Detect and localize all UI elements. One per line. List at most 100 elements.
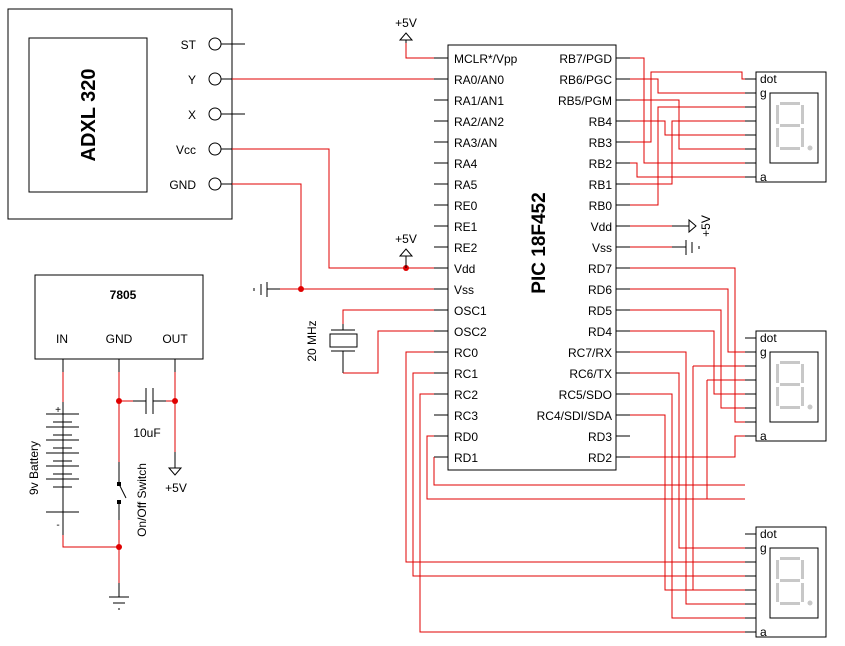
- mcu-right-pin: RD3: [588, 430, 612, 444]
- mcu-left-pin: OSC2: [454, 325, 487, 339]
- mcu-left-pin: RA1/AN1: [454, 94, 504, 108]
- mcu-outline: [447, 44, 617, 471]
- crystal-label: 20 MHz: [305, 320, 319, 361]
- display-segment: [776, 560, 779, 579]
- display-segment: [780, 557, 800, 560]
- display-dot-label: dot: [760, 331, 777, 345]
- accelerometer-name: ADXL 320: [78, 68, 100, 161]
- display-dot-label: dot: [760, 72, 777, 86]
- display-segment: [776, 583, 779, 602]
- display-decimal-point: [807, 145, 813, 151]
- mcu-right-pin: RB6/PGC: [559, 73, 612, 87]
- accelerometer-pin-label: GND: [169, 178, 196, 192]
- accelerometer-pin-connector[interactable]: [208, 142, 222, 156]
- mcu-right-pin: RC7/RX: [568, 346, 612, 360]
- display-segment: [780, 579, 800, 582]
- mcu-right-pin: RB3: [589, 136, 613, 150]
- mcu-left-pin: RE1: [454, 220, 478, 234]
- mcu-left-pin: RD1: [454, 451, 478, 465]
- battery-icon: [46, 412, 79, 513]
- mcu-left-pin: RA3/AN: [454, 136, 497, 150]
- supply-vdd-icon: [398, 248, 414, 257]
- display-dot-label: dot: [760, 527, 777, 541]
- supply-reg-label: +5V: [165, 481, 187, 495]
- accelerometer-pin-connector[interactable]: [208, 72, 222, 86]
- mcu-left-pin: RA2/AN2: [454, 115, 504, 129]
- mcu-left-wiring: +5V +5V 20 MHz: [245, 16, 745, 633]
- pic-microcontroller: PIC 18F452 MCLR*/VppRA0/AN0RA1/AN1RA2/AN…: [434, 44, 630, 471]
- mcu-right-pin: RB4: [589, 115, 613, 129]
- switch-icon: [118, 483, 127, 499]
- battery-label: 9v Battery: [27, 441, 41, 495]
- display-segment: [801, 128, 804, 147]
- display-segment: [801, 560, 804, 579]
- accelerometer-pin-label: ST: [181, 38, 197, 52]
- display-a-label: a: [760, 429, 767, 443]
- mcu-right-pin: RC5/SDO: [559, 388, 612, 402]
- display-g-label: g: [760, 345, 767, 359]
- mcu-right-pin: RC4/SDI/SDA: [537, 409, 612, 423]
- mcu-right-pin: RB2: [589, 157, 613, 171]
- display-segment: [780, 406, 800, 409]
- power-wiring: + - 9v Battery On/Off Switch 10: [27, 372, 187, 610]
- display-g-label: g: [760, 86, 767, 100]
- mcu-right-pin: Vdd: [591, 220, 612, 234]
- display-segment: [776, 364, 779, 383]
- display-a-label: a: [760, 170, 767, 184]
- mcu-left-pin: RC3: [454, 409, 478, 423]
- display-segment: [776, 128, 779, 147]
- mcu-left-pin: RE2: [454, 241, 478, 255]
- mcu-left-pin: RC2: [454, 388, 478, 402]
- mcu-left-pin: RA0/AN0: [454, 73, 504, 87]
- display-decimal-point: [807, 600, 813, 606]
- display-segment: [801, 105, 804, 124]
- mcu-right-pin: RB0: [589, 199, 613, 213]
- capacitor-label: 10uF: [133, 426, 160, 440]
- accelerometer-pin-label: Y: [188, 73, 196, 87]
- regulator-name: 7805: [110, 288, 137, 302]
- mcu-left-pin: RC0: [454, 346, 478, 360]
- regulator-pin-out: OUT: [162, 332, 188, 346]
- mcu-right-pin: Vss: [592, 241, 612, 255]
- display-segment: [780, 102, 800, 105]
- ground-left-icon: [253, 282, 268, 297]
- mcu-left-pin: MCLR*/Vpp: [454, 52, 518, 66]
- display-segment: [780, 361, 800, 364]
- ground-right-icon: [685, 240, 700, 255]
- display-segment: [780, 602, 800, 605]
- accelerometer-pin-connector[interactable]: [208, 37, 222, 51]
- regulator-pin-gnd: GND: [106, 332, 133, 346]
- voltage-regulator: 7805 IN GND OUT: [34, 274, 204, 372]
- display-decimal-point: [807, 404, 813, 410]
- display-segment: [780, 124, 800, 127]
- accelerometer-pin-connector[interactable]: [208, 177, 222, 191]
- mcu-right-pin: RD4: [588, 325, 612, 339]
- mcu-left-pin: Vss: [454, 283, 474, 297]
- supply-vdd-label: +5V: [395, 232, 417, 246]
- accelerometer-pin-connector[interactable]: [208, 107, 222, 121]
- display-segment: [801, 387, 804, 406]
- mcu-right-pin: RC6/TX: [569, 367, 612, 381]
- mcu-right-pin: RD2: [588, 451, 612, 465]
- mcu-right-wiring: +5V: [630, 57, 745, 619]
- display-segment: [780, 383, 800, 386]
- supply-right-label: +5V: [699, 215, 713, 237]
- accelerometer-chip: [28, 37, 148, 193]
- display-g-label: g: [760, 541, 767, 555]
- mcu-name: PIC 18F452: [529, 192, 550, 293]
- display-segment: [776, 105, 779, 124]
- mcu-left-pin: RD0: [454, 430, 478, 444]
- supply-right-icon: [688, 218, 697, 234]
- display-segment: [801, 364, 804, 383]
- mcu-left-pin: RA4: [454, 157, 478, 171]
- accelerometer-pin-label: X: [188, 108, 196, 122]
- mcu-right-pin: RD5: [588, 304, 612, 318]
- display-segment: [780, 147, 800, 150]
- crystal-icon: [329, 333, 358, 348]
- regulator-pin-in: IN: [56, 332, 68, 346]
- capacitor-icon: [145, 388, 154, 414]
